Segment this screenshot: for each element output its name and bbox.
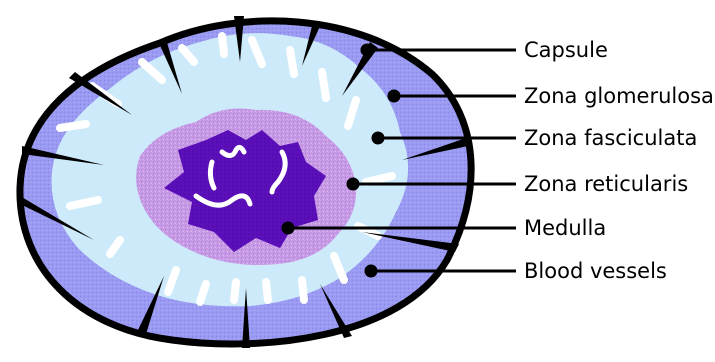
blood-vessel (234, 282, 236, 300)
blood-vessel (266, 282, 268, 300)
leader-dot-vessels (366, 266, 376, 276)
blood-vessel (200, 284, 206, 302)
label-zona-glomerulosa: Zona glomerulosa (524, 84, 714, 108)
label-zona-reticularis: Zona reticularis (524, 172, 688, 196)
leader-dot-fasciculata (373, 133, 383, 143)
blood-vessel (222, 36, 224, 54)
blood-vessel (322, 72, 326, 98)
leader-dot-glomerulosa (389, 91, 399, 101)
blood-vessel (302, 280, 304, 300)
blood-vessel (290, 50, 294, 74)
label-capsule: Capsule (524, 38, 608, 62)
label-medulla: Medulla (524, 216, 606, 240)
label-zona-fasciculata: Zona fasciculata (524, 126, 697, 150)
leader-dot-medulla (283, 223, 293, 233)
label-blood-vessels: Blood vessels (524, 259, 667, 283)
blood-vessel (60, 124, 86, 128)
leader-dot-capsule (362, 45, 372, 55)
leader-dot-reticularis (348, 179, 358, 189)
